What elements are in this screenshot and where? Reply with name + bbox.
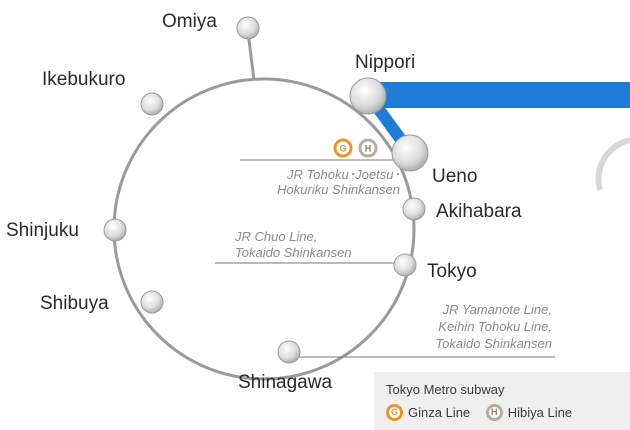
svg-text:H: H: [365, 144, 372, 154]
station-label-nippori: Nippori: [355, 52, 415, 73]
legend-item-hibiya: H Hibiya Line: [485, 403, 573, 421]
svg-text:G: G: [339, 144, 346, 154]
station-label-ikebukuro: Ikebukuro: [42, 69, 125, 90]
note-tohoku-line2: Hokuriku Shinkansen: [277, 182, 400, 197]
station-label-shinjuku: Shinjuku: [6, 220, 79, 241]
note-yamanote-line1: JR Yamanote Line,: [442, 302, 552, 317]
station-label-ueno: Ueno: [432, 166, 477, 187]
station-node-shinagawa[interactable]: [277, 340, 301, 364]
note-tohoku-line1: JR Tohoku･Joetsu･: [286, 167, 400, 182]
station-node-omiya[interactable]: [236, 16, 260, 40]
omiya-branch: [246, 31, 256, 81]
station-node-shibuya[interactable]: [140, 290, 164, 314]
offscreen-circle: [595, 137, 630, 191]
legend-title: Tokyo Metro subway: [386, 382, 505, 397]
station-label-omiya: Omiya: [162, 11, 217, 32]
hibiya-legend-icon: H: [485, 403, 503, 421]
subway-legend: Tokyo Metro subway G Ginza Line H Hibiya…: [374, 372, 630, 430]
station-node-nippori[interactable]: [349, 77, 387, 115]
station-node-tokyo[interactable]: [393, 253, 417, 277]
station-label-shinagawa: Shinagawa: [238, 372, 332, 393]
blue-line-east: [368, 82, 630, 108]
station-node-akihabara[interactable]: [402, 197, 426, 221]
station-node-ikebukuro[interactable]: [140, 92, 164, 116]
note-chuo-line2: Tokaido Shinkansen: [235, 245, 352, 260]
legend-label-hibiya: Hibiya Line: [507, 404, 573, 420]
hibiya-badge-icon: H: [358, 138, 378, 158]
station-label-akihabara: Akihabara: [436, 201, 522, 222]
station-label-shibuya: Shibuya: [40, 293, 109, 314]
note-chuo-line1: JR Chuo Line,: [234, 229, 317, 244]
station-node-ueno[interactable]: [391, 134, 429, 172]
note-yamanote-line3: Tokaido Shinkansen: [435, 336, 552, 351]
legend-item-ginza: G Ginza Line: [386, 403, 471, 421]
station-node-shinjuku[interactable]: [103, 218, 127, 242]
station-label-tokyo: Tokyo: [427, 261, 477, 282]
ginza-legend-icon: G: [386, 403, 403, 421]
legend-label-ginza: Ginza Line: [408, 404, 471, 420]
note-yamanote-line2: Keihin Tohoku Line,: [438, 319, 552, 334]
ginza-badge-icon: G: [333, 138, 353, 158]
